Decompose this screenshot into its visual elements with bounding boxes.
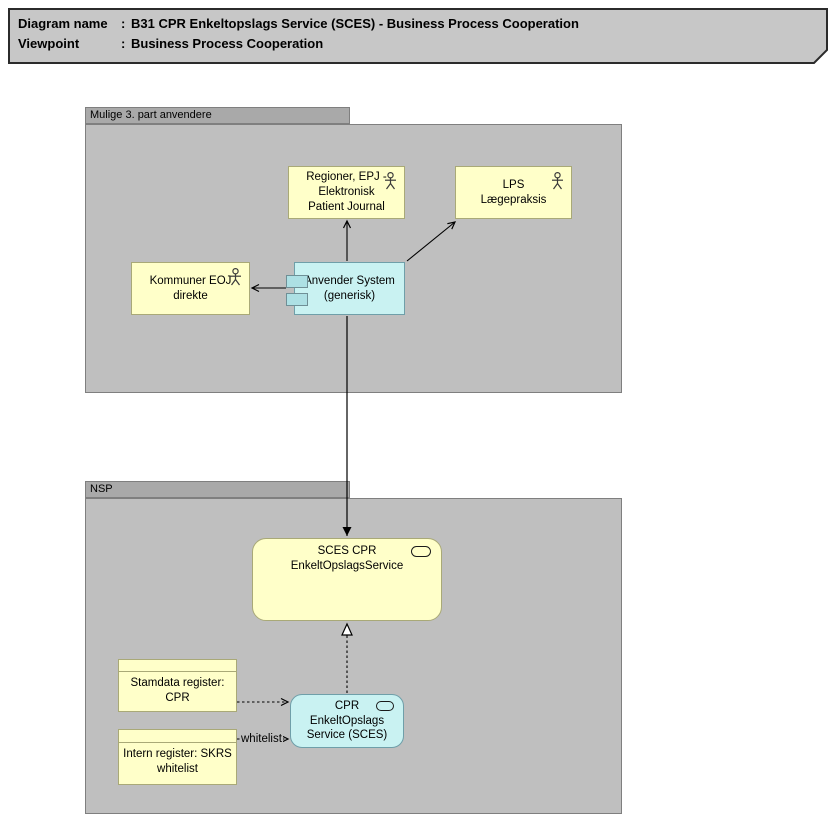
object-top-band <box>119 660 236 672</box>
node-label: Kommuner EOJ direkte <box>149 274 232 302</box>
node-label: CPR EnkeltOpslags Service (SCES) <box>306 699 388 742</box>
connection-label-whitelist[interactable]: whitelist <box>240 732 283 746</box>
node-cpr-enkeltopslags-service[interactable]: CPR EnkeltOpslags Service (SCES) <box>290 694 404 748</box>
component-icon <box>286 293 308 306</box>
actor-icon <box>552 172 563 190</box>
node-regioner-epj[interactable]: Regioner, EPJ - Elektronisk Patient Jour… <box>288 166 405 219</box>
node-label: Regioner, EPJ - Elektronisk Patient Jour… <box>306 171 387 213</box>
node-lps[interactable]: LPS Lægepraksis <box>455 166 572 219</box>
diagram-name-value: B31 CPR Enkeltopslags Service (SCES) - B… <box>131 16 579 31</box>
actor-icon <box>385 172 396 190</box>
title-note-text: Diagram name : B31 CPR Enkeltopslags Ser… <box>18 14 579 54</box>
service-icon <box>376 701 394 711</box>
diagram-name-label: Diagram name <box>18 16 108 31</box>
service-icon <box>411 546 431 557</box>
node-label: SCES CPR EnkeltOpslagsService <box>290 545 404 572</box>
viewpoint-label: Viewpoint <box>18 36 80 51</box>
node-anvender-system[interactable]: Anvender System (generisk) <box>286 262 405 315</box>
title-note[interactable]: Diagram name : B31 CPR Enkeltopslags Ser… <box>8 8 829 64</box>
node-kommuner-eoj[interactable]: Kommuner EOJ direkte <box>131 262 250 315</box>
node-label: Anvender System (generisk) <box>304 274 395 302</box>
node-label: Intern register: SKRS whitelist <box>123 748 232 775</box>
object-top-band <box>119 730 236 743</box>
viewpoint-row: Viewpoint : Business Process Cooperation <box>18 34 579 54</box>
group-nsp-tab[interactable]: NSP <box>85 481 350 498</box>
group-third-party-label: Mulige 3. part anvendere <box>90 109 212 121</box>
node-label: Stamdata register: CPR <box>130 676 225 704</box>
viewpoint-value: Business Process Cooperation <box>131 36 324 51</box>
node-sces-cpr-service[interactable]: SCES CPR EnkeltOpslagsService <box>252 538 442 621</box>
node-intern-register[interactable]: Intern register: SKRS whitelist <box>118 729 237 785</box>
component-icon <box>286 275 308 288</box>
diagram-name-row: Diagram name : B31 CPR Enkeltopslags Ser… <box>18 14 579 34</box>
group-third-party-body[interactable] <box>85 124 622 393</box>
group-nsp-label: NSP <box>90 483 113 495</box>
group-third-party-tab[interactable]: Mulige 3. part anvendere <box>85 107 350 124</box>
node-label: LPS Lægepraksis <box>480 178 547 206</box>
note-shape <box>8 8 828 64</box>
node-stamdata-register[interactable]: Stamdata register: CPR <box>118 659 237 712</box>
actor-icon <box>230 268 241 286</box>
